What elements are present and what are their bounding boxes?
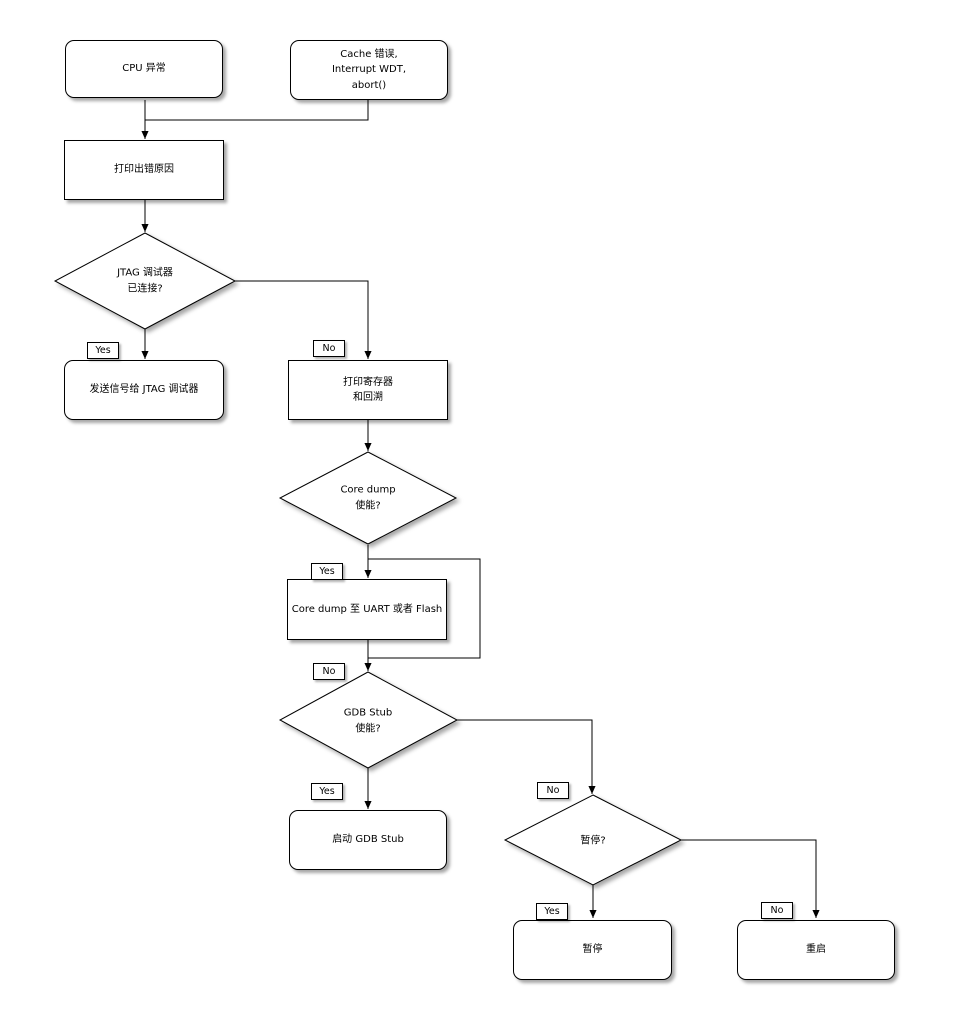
- edge-label-jtag-no: No: [313, 340, 345, 357]
- diamond-label-core-dump-enabled: Core dump 使能?: [340, 483, 395, 514]
- edge-label-halt-yes: Yes: [536, 903, 568, 920]
- diamond-halt-decision: [503, 794, 683, 886]
- node-halt: 暂停: [513, 920, 672, 980]
- node-label-line: 暂停?: [580, 835, 606, 847]
- node-label-line: 使能?: [355, 500, 381, 511]
- connector-start-merge: [144, 100, 369, 121]
- connector-coredump-no-bypass: [368, 558, 481, 659]
- node-label-line: 使能?: [355, 723, 381, 734]
- node-label: 打印寄存器 和回溯: [343, 375, 393, 406]
- diamond-label-gdb-stub-enabled: GDB Stub 使能?: [344, 706, 392, 737]
- node-start-gdb-stub: 启动 GDB Stub: [289, 810, 447, 870]
- edge-label-coredump-yes: Yes: [311, 563, 343, 580]
- node-label-line: abort(): [351, 79, 387, 91]
- diamond-gdb-stub-enabled: [278, 671, 459, 769]
- node-label-line: GDB Stub: [343, 707, 393, 719]
- node-cpu-exception: CPU 异常: [65, 40, 223, 98]
- connector-jtag-no: [234, 280, 372, 359]
- node-print-reason: 打印出错原因: [64, 140, 224, 200]
- connector-halt-no: [680, 839, 820, 918]
- node-label: 发送信号给 JTAG 调试器: [89, 384, 199, 396]
- diamond-core-dump-enabled: [278, 451, 458, 545]
- node-label-line: Cache 错误,: [340, 48, 398, 60]
- node-label: 重启: [806, 944, 826, 956]
- connector-gdb-no: [457, 719, 596, 794]
- node-label-line: JTAG 调试器: [117, 267, 173, 279]
- diamond-label-jtag-connected: JTAG 调试器 已连接?: [117, 266, 173, 297]
- node-label-line: Core dump: [340, 484, 396, 496]
- node-label-line: Interrupt WDT,: [331, 64, 407, 76]
- node-label: 打印出错原因: [114, 164, 174, 176]
- diamond-label-halt-decision: 暂停?: [580, 833, 605, 849]
- node-reboot: 重启: [737, 920, 895, 980]
- diamond-jtag-connected: [53, 232, 237, 330]
- node-print-registers: 打印寄存器 和回溯: [288, 360, 448, 420]
- node-core-dump-dest: Core dump 至 UART 或者 Flash: [287, 579, 447, 640]
- node-label-line: 和回溯: [353, 392, 383, 403]
- node-label: Cache 错误, Interrupt WDT, abort(): [332, 47, 406, 94]
- node-cache-error: Cache 错误, Interrupt WDT, abort(): [290, 40, 448, 100]
- node-label: Core dump 至 UART 或者 Flash: [291, 603, 443, 615]
- node-label: CPU 异常: [122, 63, 166, 75]
- node-label-line: 打印寄存器: [343, 376, 393, 388]
- edge-label-jtag-yes: Yes: [87, 342, 119, 359]
- edge-label-gdb-yes: Yes: [311, 783, 343, 800]
- node-label: 暂停: [582, 944, 603, 956]
- node-label-line: 已连接?: [127, 283, 163, 294]
- node-signal-jtag: 发送信号给 JTAG 调试器: [64, 360, 224, 420]
- edge-label-coredump-no: No: [313, 663, 345, 680]
- node-label: 启动 GDB Stub: [332, 834, 404, 846]
- edge-label-gdb-no: No: [537, 782, 569, 799]
- edge-label-halt-no: No: [761, 902, 793, 919]
